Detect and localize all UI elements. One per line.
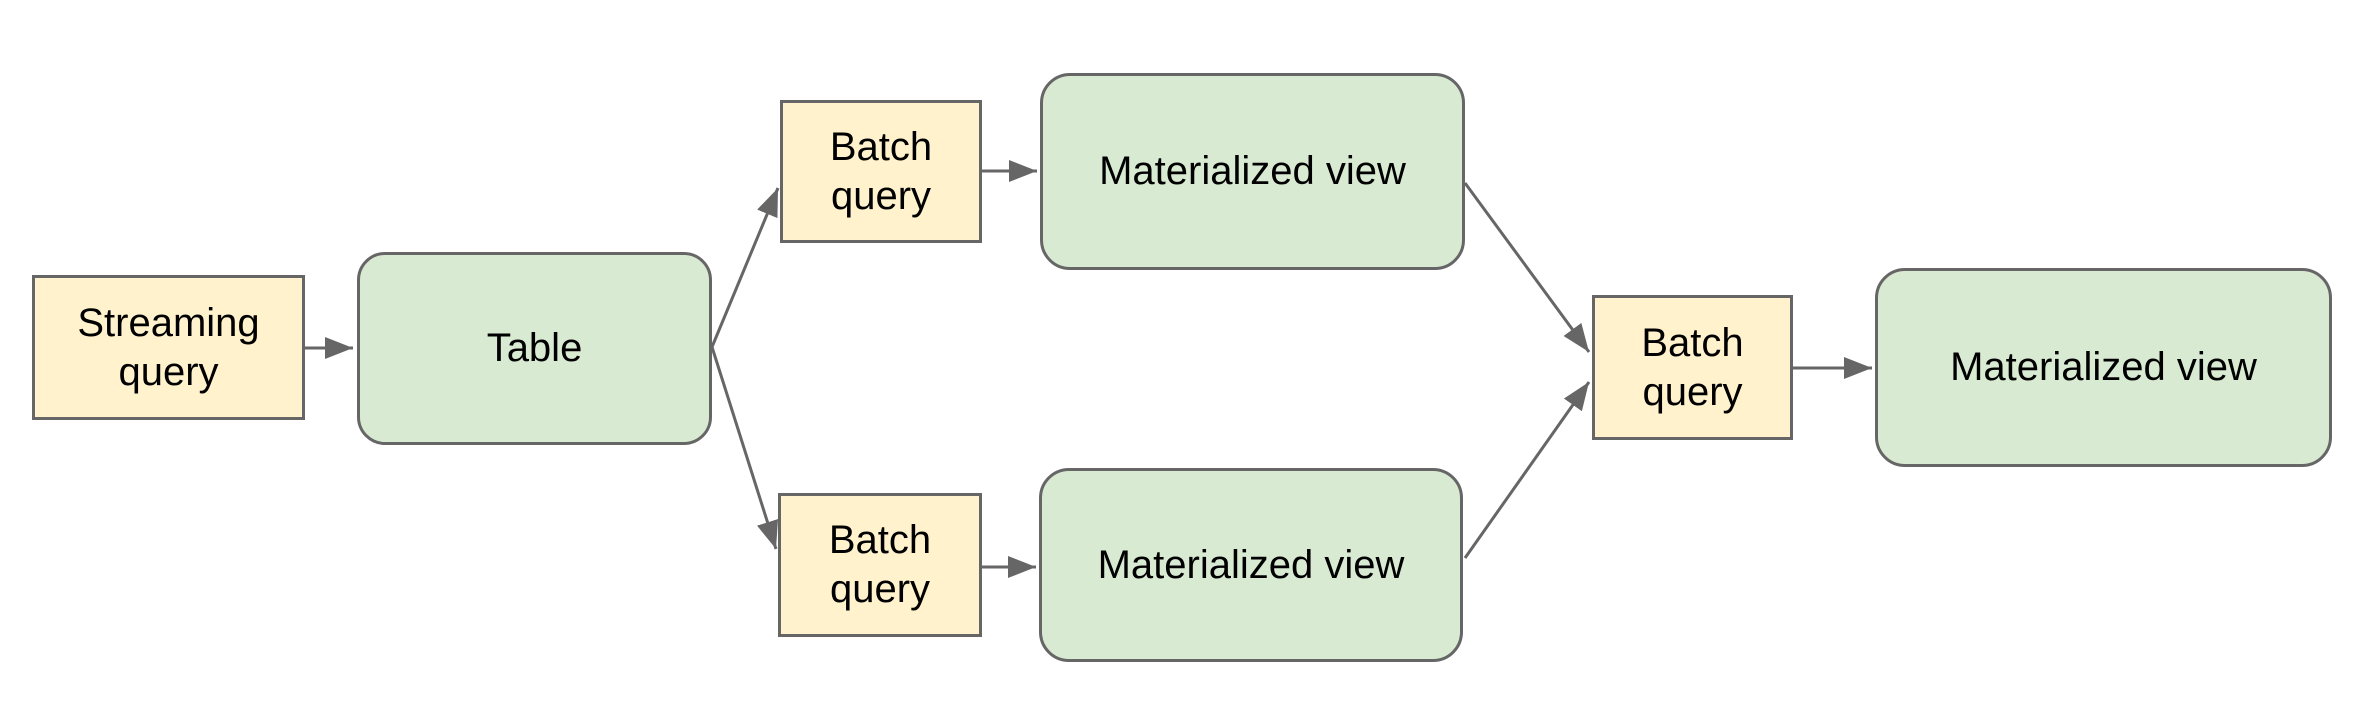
node-label: Materialized view	[1950, 345, 2257, 390]
edge-materialized-view-bottom-to-batch-query-right	[1463, 381, 1591, 559]
node-label: Materialized view	[1097, 542, 1405, 587]
node-batch-query-bottom: Batch query	[778, 493, 982, 637]
node-materialized-view-bottom: Materialized view	[1039, 468, 1463, 662]
node-label: Materialized view	[1099, 149, 1406, 194]
edge-table-to-batch-query-top	[710, 187, 780, 348]
edge-materialized-view-top-to-batch-query-right	[1463, 182, 1591, 353]
node-label: Batch query	[1641, 320, 1744, 414]
node-batch-query-top: Batch query	[780, 100, 982, 243]
node-label: Batch query	[828, 518, 932, 611]
node-materialized-view-right: Materialized view	[1875, 268, 2332, 467]
node-streaming-query: Streaming query	[32, 275, 305, 420]
node-label: Streaming query	[77, 300, 260, 394]
node-batch-query-right: Batch query	[1592, 295, 1793, 440]
node-label: Batch query	[829, 124, 933, 218]
edge-table-to-batch-query-bottom	[710, 346, 779, 550]
node-materialized-view-top: Materialized view	[1040, 73, 1465, 270]
node-table: Table	[357, 252, 712, 445]
node-label: Table	[486, 326, 583, 371]
